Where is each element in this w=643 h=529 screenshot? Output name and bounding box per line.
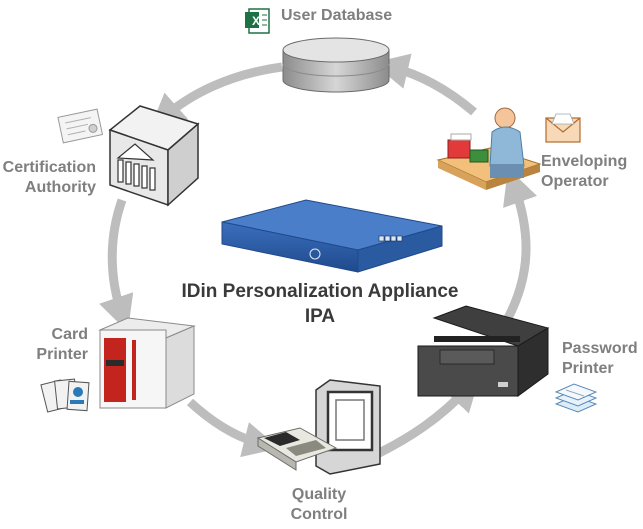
quality-control-label-line2: Control bbox=[290, 506, 348, 523]
svg-text:X: X bbox=[252, 14, 260, 28]
appliance-icon bbox=[221, 199, 443, 273]
arrow-db-to-ca bbox=[149, 62, 283, 130]
document-stack bbox=[447, 133, 489, 163]
flow-arrows bbox=[99, 53, 537, 460]
certificate-icon bbox=[57, 108, 104, 144]
database-icon bbox=[282, 37, 390, 93]
card-printer-icon bbox=[98, 317, 196, 409]
label-certification-authority: Certification Authority bbox=[0, 158, 96, 198]
id-cards-icon bbox=[40, 378, 90, 413]
card-printer-label-line2: Printer bbox=[36, 346, 88, 363]
enveloping-operator-label-line2: Operator bbox=[541, 173, 609, 190]
dot-matrix-printer-icon bbox=[417, 305, 550, 397]
appliance-title: IDin Personalization Appliance bbox=[181, 281, 459, 302]
certification-authority-label-line1: Certification bbox=[2, 159, 96, 176]
password-printer-label-line1: Password bbox=[562, 340, 638, 357]
label-quality-control: Quality Control bbox=[276, 485, 362, 525]
card-reader-icon bbox=[256, 379, 381, 475]
quality-control-label-line1: Quality bbox=[291, 486, 347, 503]
envelope-icon bbox=[545, 113, 581, 143]
user-database-label: User Database bbox=[281, 7, 393, 24]
bank-icon bbox=[108, 105, 200, 207]
label-card-printer: Card Printer bbox=[30, 325, 88, 365]
certification-authority-label-line2: Authority bbox=[24, 179, 96, 196]
password-printer-label-line2: Printer bbox=[562, 360, 614, 377]
appliance-subtitle: IPA bbox=[304, 306, 336, 327]
arrow-card-printer-to-qc bbox=[186, 398, 280, 458]
operator-icon bbox=[436, 107, 542, 190]
arrow-ca-to-card-printer bbox=[99, 198, 134, 333]
center-title-block: IDin Personalization Appliance IPA bbox=[150, 279, 490, 329]
label-password-printer: Password Printer bbox=[562, 339, 638, 379]
arrow-qc-to-password-printer bbox=[373, 374, 481, 460]
arrow-password-printer-to-operator bbox=[503, 168, 537, 321]
paper-stack-icon bbox=[554, 383, 598, 413]
enveloping-operator-label-line1: Enveloping bbox=[541, 153, 628, 170]
label-enveloping-operator: Enveloping Operator bbox=[541, 152, 627, 192]
label-user-database: User Database bbox=[281, 6, 392, 26]
arrow-operator-to-db bbox=[372, 53, 477, 116]
excel-icon: X bbox=[245, 8, 270, 34]
card-printer-label-line1: Card bbox=[51, 326, 88, 343]
